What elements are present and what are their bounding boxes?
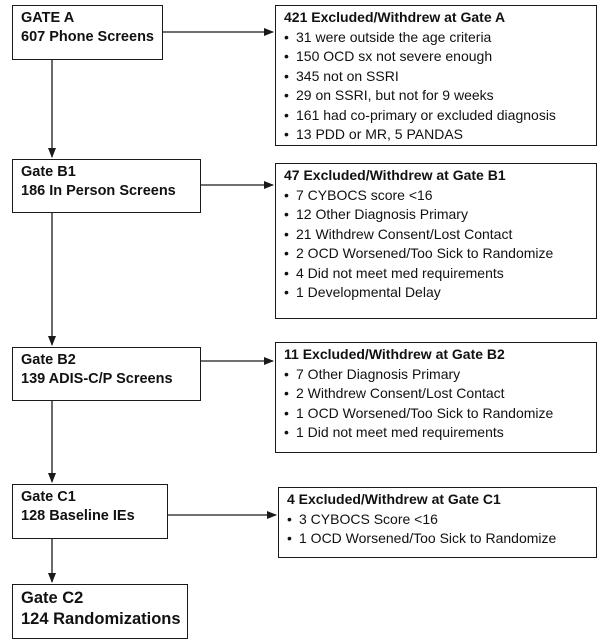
bullet-icon: • [284, 264, 289, 281]
gate-a-count: 607 Phone Screens [21, 29, 154, 45]
exclusion-item: •31 were outside the age criteria [284, 28, 588, 48]
exclusion-item: •13 PDD or MR, 5 PANDAS [284, 125, 588, 145]
bullet-icon: • [284, 424, 289, 440]
exclusion-heading: 11 Excluded/Withdrew at Gate B2 [284, 346, 505, 362]
exclusion-item: •1 Developmental Delay [284, 283, 588, 303]
exclusion-item: •3 CYBOCS Score <16 [287, 510, 588, 530]
exclusion-item: •1 Did not meet med requirements [284, 423, 588, 443]
bullet-icon: • [284, 245, 289, 261]
bullet-icon: • [284, 106, 289, 123]
exclusion-item: •1 OCD Worsened/Too Sick to Randomize [284, 404, 588, 424]
bullet-icon: • [284, 365, 289, 382]
bullet-icon: • [284, 404, 289, 421]
exclusion-box-gate-b1: 47 Excluded/Withdrew at Gate B1 •7 CYBOC… [275, 163, 597, 319]
bullet-icon: • [284, 284, 289, 300]
gate-b1-box: Gate B1 186 In Person Screens [12, 159, 201, 213]
gate-a-title: GATE A [21, 10, 75, 26]
gate-b1-count: 186 In Person Screens [21, 183, 176, 199]
exclusion-item: •21 Withdrew Consent/Lost Contact [284, 225, 588, 245]
bullet-icon: • [284, 48, 289, 64]
bullet-icon: • [284, 186, 289, 203]
exclusion-item: •2 Withdrew Consent/Lost Contact [284, 384, 588, 404]
exclusion-item: •4 Did not meet med requirements [284, 264, 588, 284]
exclusion-item: •1 OCD Worsened/Too Sick to Randomize [287, 529, 588, 549]
gate-b1-title: Gate B1 [21, 164, 76, 180]
exclusion-box-gate-b2: 11 Excluded/Withdrew at Gate B2 •7 Other… [275, 342, 597, 453]
bullet-icon: • [284, 385, 289, 401]
exclusion-item: •345 not on SSRI [284, 67, 588, 87]
gate-c2-count: 124 Randomizations [21, 610, 181, 628]
exclusion-heading: 4 Excluded/Withdrew at Gate C1 [287, 491, 501, 507]
exclusion-item: •29 on SSRI, but not for 9 weeks [284, 86, 588, 106]
exclusion-item: •7 Other Diagnosis Primary [284, 365, 588, 385]
gate-c2-title: Gate C2 [21, 589, 84, 607]
bullet-icon: • [284, 126, 289, 142]
exclusion-item: •150 OCD sx not severe enough [284, 47, 588, 67]
gate-b2-box: Gate B2 139 ADIS-C/P Screens [12, 347, 201, 401]
gate-c1-count: 128 Baseline IEs [21, 508, 135, 524]
bullet-icon: • [287, 510, 292, 527]
bullet-icon: • [284, 206, 289, 222]
exclusion-list: •7 Other Diagnosis Primary •2 Withdrew C… [284, 365, 588, 443]
gate-c2-box: Gate C2 124 Randomizations [12, 584, 188, 639]
gate-b2-count: 139 ADIS-C/P Screens [21, 371, 173, 387]
exclusion-heading: 421 Excluded/Withdrew at Gate A [284, 9, 506, 25]
exclusion-list: •7 CYBOCS score <16 •12 Other Diagnosis … [284, 186, 588, 303]
bullet-icon: • [284, 67, 289, 84]
exclusion-list: •3 CYBOCS Score <16 •1 OCD Worsened/Too … [287, 510, 588, 549]
bullet-icon: • [284, 28, 289, 45]
exclusion-box-gate-c1: 4 Excluded/Withdrew at Gate C1 •3 CYBOCS… [278, 487, 597, 558]
exclusion-list: •31 were outside the age criteria •150 O… [284, 28, 588, 145]
exclusion-item: •2 OCD Worsened/Too Sick to Randomize [284, 244, 588, 264]
exclusion-item: •7 CYBOCS score <16 [284, 186, 588, 206]
bullet-icon: • [284, 225, 289, 242]
gate-c1-title: Gate C1 [21, 489, 76, 505]
bullet-icon: • [284, 87, 289, 103]
exclusion-item: •161 had co-primary or excluded diagnosi… [284, 106, 588, 126]
gate-a-box: GATE A 607 Phone Screens [12, 5, 163, 60]
gate-c1-box: Gate C1 128 Baseline IEs [12, 484, 168, 539]
bullet-icon: • [287, 530, 292, 546]
exclusion-item: •12 Other Diagnosis Primary [284, 205, 588, 225]
exclusion-box-gate-a: 421 Excluded/Withdrew at Gate A •31 were… [275, 5, 597, 146]
gate-b2-title: Gate B2 [21, 352, 76, 368]
exclusion-heading: 47 Excluded/Withdrew at Gate B1 [284, 167, 506, 183]
